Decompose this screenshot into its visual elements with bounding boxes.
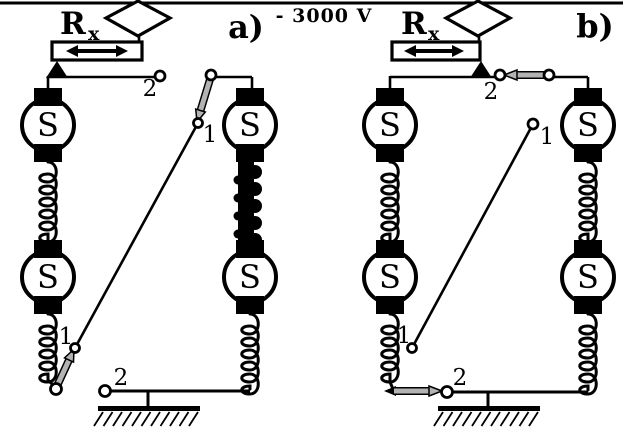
wire-contact1-link-b (410, 123, 535, 349)
sphere-label: S (239, 258, 261, 296)
source-diamond-b (442, 0, 514, 38)
ground-symbol-a (93, 391, 200, 427)
sphere-label: S (577, 258, 599, 296)
contact-1-a-bottom (69, 342, 81, 354)
spring-coil (240, 312, 260, 396)
panel-a: S S S S (20, 0, 278, 427)
contact-1-b-top (526, 117, 540, 131)
switch-motion-arrow-b-bottom (384, 384, 445, 398)
panel-b-label: b) (576, 7, 614, 45)
position-label-2: 2 (143, 76, 158, 102)
compressed-spring (233, 162, 262, 248)
panel-b: S S S S (362, 0, 616, 427)
spring-coil (38, 312, 58, 384)
sphere-chain-b-left: S S (362, 88, 418, 391)
sphere-label: S (379, 258, 401, 296)
resistor-label-a: R (60, 6, 86, 42)
position-label-2: 2 (484, 79, 499, 105)
electrode-block (236, 144, 264, 162)
position-label-1: 1 (540, 124, 555, 150)
slider-double-arrow-icon-a (66, 45, 128, 57)
contact-2-a-bottom (98, 384, 112, 398)
switch-motion-arrow-a-bottom (53, 347, 75, 388)
switch-motion-arrow-b-top (501, 68, 546, 82)
sphere-chain-b-right: S S (560, 88, 616, 396)
contact-2-b-top (493, 68, 507, 82)
electrode-block (34, 296, 62, 314)
electrode-block (574, 88, 602, 106)
contact-2-a-top (153, 69, 167, 83)
electrode-block (34, 240, 62, 258)
sphere-label: S (577, 106, 599, 144)
contact-1-b-bottom (406, 342, 418, 354)
electrode-block (236, 88, 264, 106)
wire-contact1-link-a (73, 122, 200, 349)
position-label-1: 1 (203, 122, 218, 148)
panel-a-label: a) (228, 8, 264, 46)
electrode-block (236, 240, 264, 258)
position-label-2: 2 (453, 365, 468, 391)
coil-end-hook (384, 386, 396, 396)
electrode-block (34, 88, 62, 106)
sphere-chain-a-right: S S (222, 88, 278, 396)
electrode-block (376, 240, 404, 258)
sphere-label: S (37, 258, 59, 296)
spring-coil (380, 312, 400, 384)
ground-symbol-b (433, 392, 540, 427)
electrode-block (236, 296, 264, 314)
spring-coil (380, 160, 400, 244)
switch-pivot-b-top (542, 68, 556, 82)
voltage-label: - 3000 V (276, 5, 373, 27)
position-label-2: 2 (114, 365, 129, 391)
electrode-block (376, 88, 404, 106)
wiper-triangle-a (46, 61, 68, 78)
position-label-1: 1 (59, 324, 74, 350)
sphere-label: S (379, 106, 401, 144)
electrode-block (574, 296, 602, 314)
resistor-subscript-b: x (428, 23, 440, 45)
slider-double-arrow-icon-b (404, 45, 464, 57)
contact-2-b-bottom (440, 385, 454, 399)
resistor-label-b: R (401, 6, 427, 42)
electrode-block (376, 144, 404, 162)
switch-motion-arrow-a-top (194, 74, 215, 124)
spring-coil (38, 160, 58, 244)
electrode-block (574, 240, 602, 258)
spring-coil (578, 160, 598, 244)
electrode-block (574, 144, 602, 162)
sphere-label: S (37, 106, 59, 144)
resistor-subscript-a: x (88, 23, 100, 45)
wiper-triangle-b (470, 61, 492, 78)
electrode-block (34, 144, 62, 162)
switch-pivot-a-top (204, 68, 218, 82)
source-diamond-a (102, 0, 174, 38)
spring-coil (578, 312, 598, 396)
electrode-block (376, 296, 404, 314)
sphere-chain-a-left: S S (20, 88, 76, 389)
sphere-label: S (239, 106, 261, 144)
contact-1-a-top (192, 117, 204, 129)
position-label-1: 1 (397, 323, 412, 349)
switch-pivot-a-bottom (49, 382, 63, 396)
